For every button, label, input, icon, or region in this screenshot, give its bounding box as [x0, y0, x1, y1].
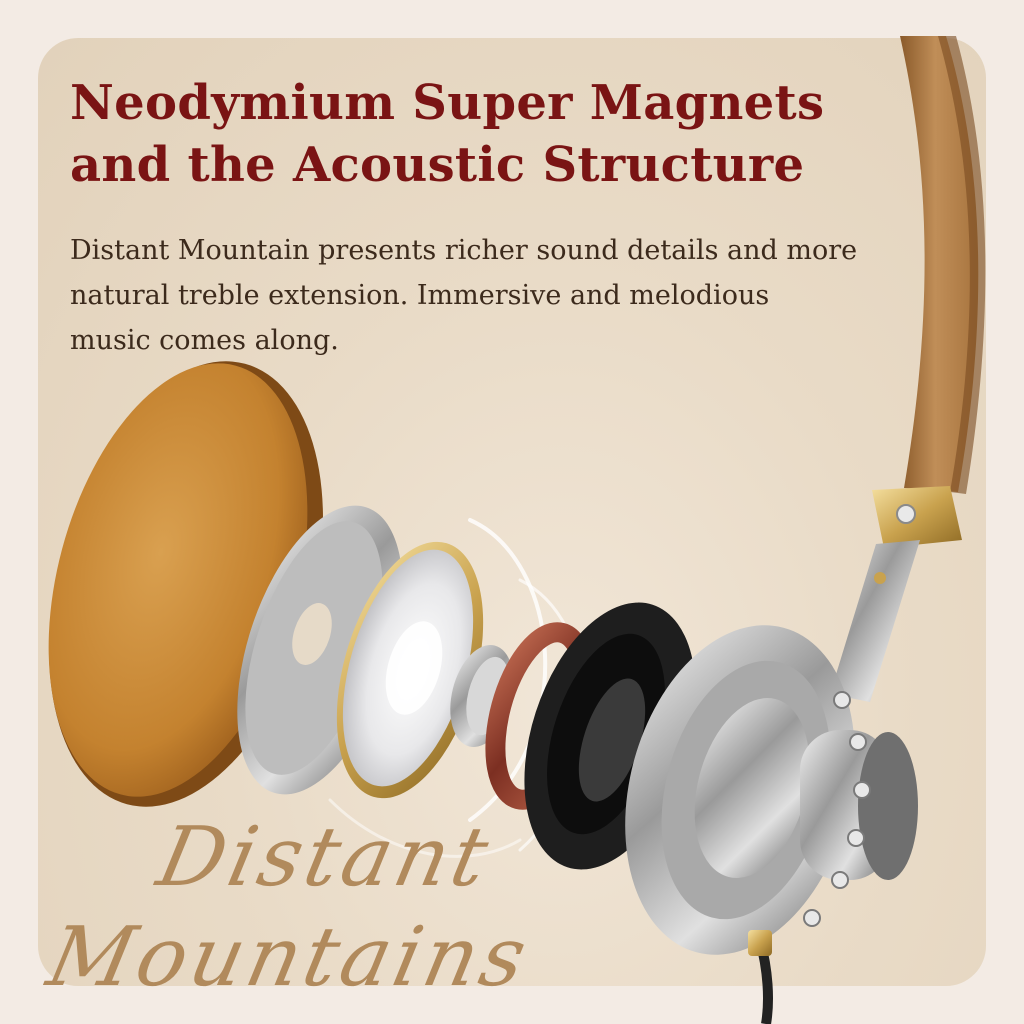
description: Distant Mountain presents richer sound d… [70, 228, 950, 363]
description-line-3: music comes along. [70, 325, 339, 356]
housing-icon [625, 625, 918, 955]
wordmark-line-1: Distant [149, 810, 500, 905]
driver-diaphragm-icon [336, 541, 484, 799]
headline: Neodymium Super Magnets and the Acoustic… [70, 72, 890, 196]
description-line-2: natural treble extension. Immersive and … [70, 280, 770, 311]
headline-line-2: and the Acoustic Structure [70, 137, 805, 193]
headband-icon [830, 36, 986, 702]
cable-icon [748, 930, 773, 1024]
wordmark-line-2: Mountains [39, 910, 539, 1005]
description-line-1: Distant Mountain presents richer sound d… [70, 235, 858, 266]
headline-line-1: Neodymium Super Magnets [70, 75, 825, 131]
brand-wordmark: Distant Mountains [40, 800, 538, 1010]
